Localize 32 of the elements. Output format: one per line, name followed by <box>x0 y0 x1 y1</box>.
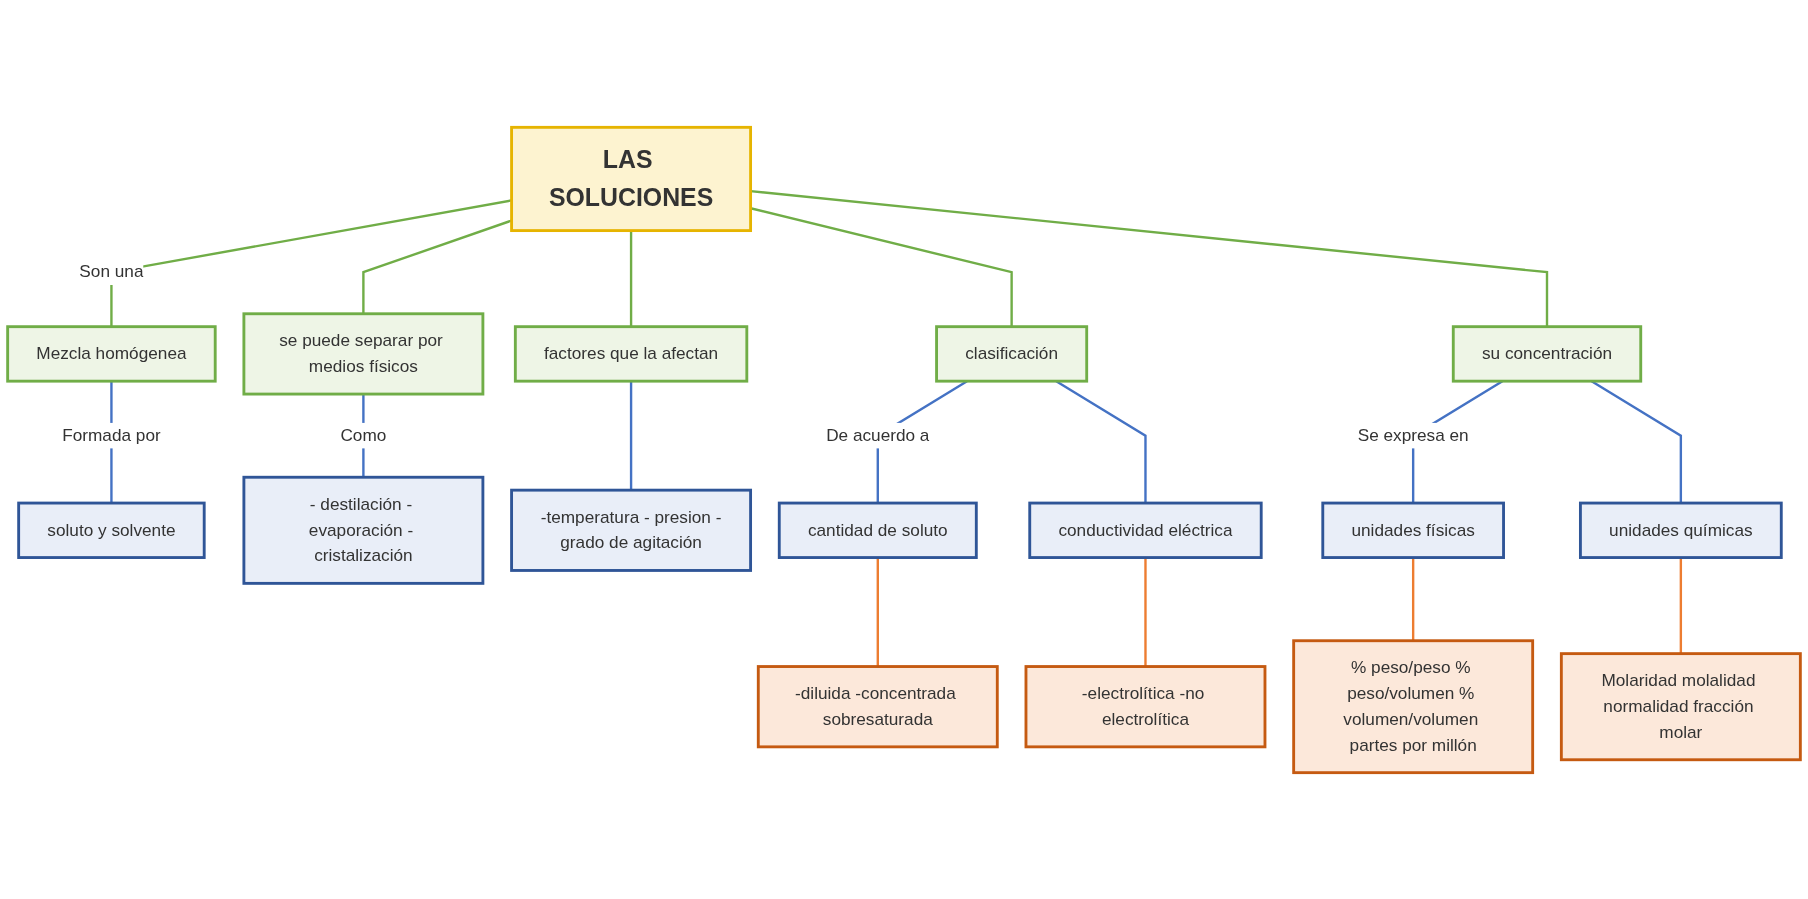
connector <box>1679 557 1683 654</box>
node-box: su concentración <box>1451 324 1643 383</box>
node-box: Molaridad molalidad normalidad fracción molar <box>1559 651 1802 761</box>
node-box: conductividad eléctrica <box>1028 501 1263 559</box>
edge-label: Se expresa en <box>1357 425 1469 445</box>
edge-label: Formada por <box>62 425 161 445</box>
node-box: se puede separar por medios físicos <box>242 311 485 395</box>
connector <box>750 206 1013 327</box>
node-box: unidades químicas <box>1579 501 1783 559</box>
node-box: LAS SOLUCIONES <box>510 125 752 232</box>
connector <box>362 218 512 314</box>
node-box: -temperatura - presion -grado de agitación <box>510 488 752 572</box>
connector <box>1144 557 1147 667</box>
node-box: factores que la afectan <box>513 324 749 383</box>
connector <box>876 557 879 667</box>
node-box: -diluida -concentrada sobresaturada <box>756 664 999 748</box>
node-box: - destilación - evaporación - cristalización <box>242 475 485 585</box>
connector <box>750 189 1549 327</box>
node-box: % peso/peso % peso/volumen % volumen/volumen partes por millón <box>1292 638 1535 774</box>
edge-label: Son una <box>79 261 144 281</box>
connector <box>629 230 633 327</box>
node-box: Mezcla homógenea <box>6 324 217 383</box>
connector <box>1411 557 1415 641</box>
edge-label: Como <box>340 425 387 445</box>
node-box: unidades físicas <box>1321 501 1505 559</box>
edge-label: De acuerdo a <box>826 425 930 445</box>
node-box: clasificación <box>935 324 1089 383</box>
connector <box>110 198 512 327</box>
connector <box>629 380 633 490</box>
node-box: cantidad de soluto <box>777 501 978 559</box>
node-box: -electrolítica -no electrolítica <box>1024 664 1267 748</box>
node-box: soluto y solvente <box>17 501 206 559</box>
